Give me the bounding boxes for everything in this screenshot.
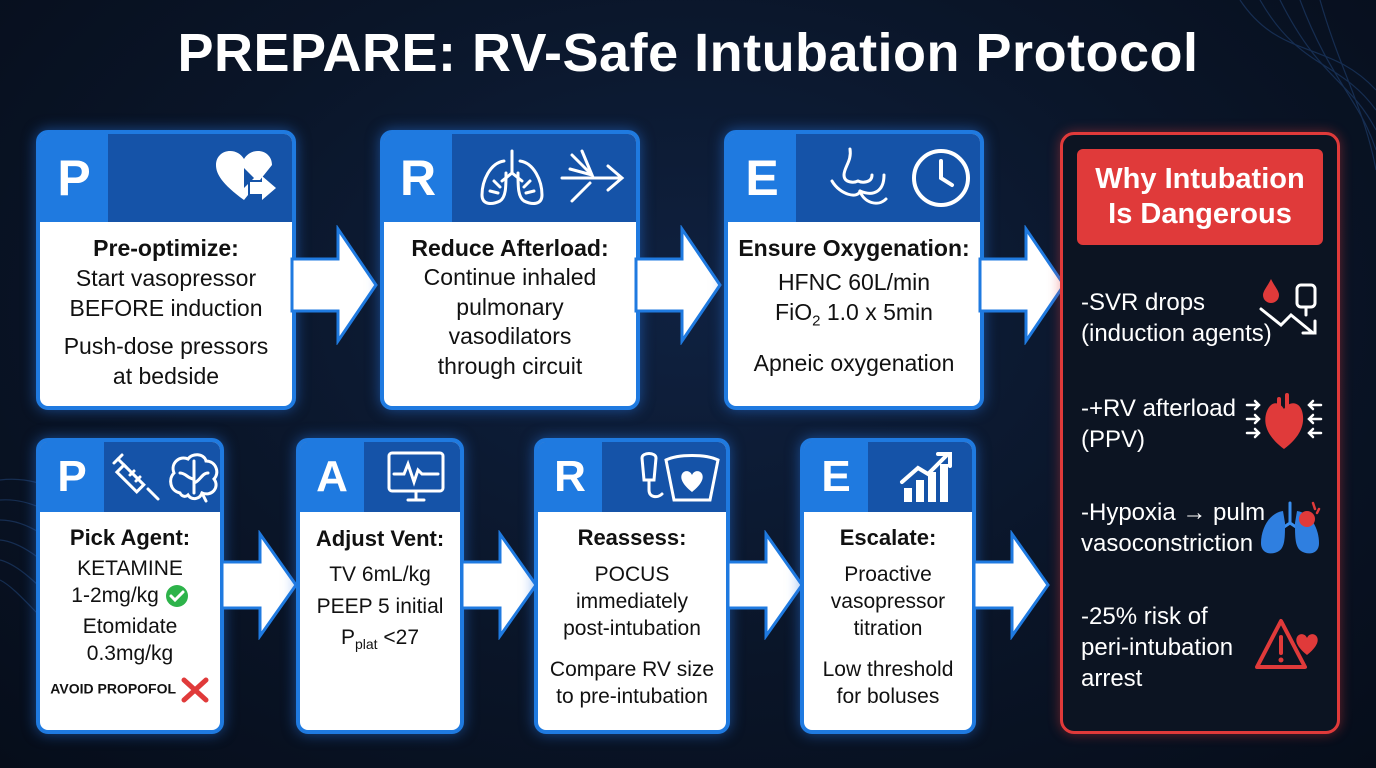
step-letter: E xyxy=(804,442,868,512)
warning-heart-icon xyxy=(1255,619,1318,669)
step-text: titration xyxy=(853,616,923,640)
step-title: Reduce Afterload: xyxy=(411,235,609,261)
step-text: KETAMINE xyxy=(77,557,183,581)
step-title: Pick Agent: xyxy=(69,525,191,550)
step-title: Reassess: xyxy=(577,525,687,550)
step-text: vasopressor xyxy=(830,590,946,614)
rising-chart-icon xyxy=(900,452,952,502)
step-text: Compare RV size xyxy=(549,657,715,681)
page-title: PREPARE: RV-Safe Intubation Protocol xyxy=(177,23,1199,83)
step-text: to pre-intubation xyxy=(556,684,708,708)
step-text: Proactive xyxy=(844,563,932,587)
risk-item: -25% risk of peri-intubation arrest xyxy=(1081,603,1234,693)
lungs-icon xyxy=(480,149,544,205)
step-text: at bedside xyxy=(112,362,220,389)
step-text: for boluses xyxy=(836,684,940,708)
step-text: PEEP 5 initial xyxy=(316,594,444,618)
lungs-red-icon xyxy=(1261,501,1321,554)
step-card-reassess: R Reassess: POCUS immediately post-intub… xyxy=(534,438,730,734)
step-letter: R xyxy=(384,134,452,222)
step-text: HFNC 60L/min xyxy=(777,268,931,295)
heart-arrow-icon xyxy=(216,151,276,200)
flow-arrow xyxy=(290,225,378,345)
step-title: Escalate: xyxy=(839,525,937,550)
step-text: Etomidate xyxy=(82,614,178,638)
brain-icon xyxy=(169,453,219,503)
risk-item: -+RV afterload (PPV) xyxy=(1081,395,1236,454)
step-card-pre-optimize: P Pre-optimize: Start vasopressor BEFORE… xyxy=(36,130,296,410)
step-card-reduce-afterload: R Reduce Afterload: Continue inhale xyxy=(380,130,640,410)
clock-icon xyxy=(912,149,970,207)
step-text: Low threshold xyxy=(822,657,954,681)
flow-arrow xyxy=(460,530,538,640)
avoid-row: AVOID PROPOFOL xyxy=(40,676,220,704)
step-text: Continue inhaled xyxy=(423,264,597,291)
step-text: TV 6mL/kg xyxy=(329,563,431,586)
step-card-adjust-vent: A Adjust Vent: TV 6mL/kg PEEP 5 initial … xyxy=(296,438,464,734)
ultrasound-icon xyxy=(640,452,720,502)
step-card-pick-agent: P Pick Agent: KETAMINE 1-2mg/kg xyxy=(36,438,224,734)
flow-arrow xyxy=(634,225,722,345)
fio2-line: FiO2 1.0 x 5min xyxy=(775,298,933,330)
inflow-arrows-icon xyxy=(560,149,625,203)
flow-arrow xyxy=(972,530,1050,640)
step-letter: A xyxy=(300,442,364,512)
step-letter: P xyxy=(40,442,104,512)
risk-item: -Hypoxia → pulm vasoconstriction xyxy=(1081,499,1266,558)
step-letter: E xyxy=(728,134,796,222)
heart-pressure-icon xyxy=(1245,393,1323,449)
step-text: post-intubation xyxy=(563,616,701,640)
step-text: BEFORE induction xyxy=(69,294,263,321)
step-title: Pre-optimize: xyxy=(93,235,239,261)
step-text: immediately xyxy=(575,590,689,614)
agent1-dose-row: 1-2mg/kg xyxy=(40,583,220,610)
flow-arrow xyxy=(978,225,1066,345)
step-text: POCUS xyxy=(594,563,670,587)
step-text: through circuit xyxy=(437,352,583,379)
step-text: vasodilators xyxy=(448,323,572,350)
flow-arrow xyxy=(726,530,804,640)
x-mark-icon xyxy=(181,677,209,703)
step-text: Apneic oxygenation xyxy=(753,349,955,376)
step-text: pulmonary xyxy=(456,293,564,320)
step-card-escalate: E Escalate: Proactive vasopressor titrat… xyxy=(800,438,976,734)
step-letter: R xyxy=(538,442,602,512)
pplat-line: Pplat <27 xyxy=(340,626,420,653)
danger-panel: Why Intubation Is Dangerous -SVR drops (… xyxy=(1060,132,1340,734)
nasal-cannula-icon xyxy=(830,147,888,205)
danger-panel-title: Why Intubation Is Dangerous xyxy=(1077,149,1323,245)
step-letter: P xyxy=(40,134,108,222)
syringe-icon xyxy=(112,453,160,501)
step-card-ensure-oxygenation: E Ensure Oxygenation: HFNC 60L/min FiO2 … xyxy=(724,130,984,410)
step-text: 0.3mg/kg xyxy=(86,641,174,665)
check-icon xyxy=(165,585,188,608)
monitor-icon xyxy=(387,451,445,502)
step-text: Push-dose pressors xyxy=(63,332,269,359)
risk-item: -SVR drops (induction agents) xyxy=(1081,289,1272,348)
flow-arrow xyxy=(220,530,298,640)
step-title: Ensure Oxygenation: xyxy=(738,235,970,261)
bp-drop-icon xyxy=(1259,279,1317,335)
step-text: Start vasopressor xyxy=(75,264,257,291)
step-title: Adjust Vent: xyxy=(315,526,445,551)
